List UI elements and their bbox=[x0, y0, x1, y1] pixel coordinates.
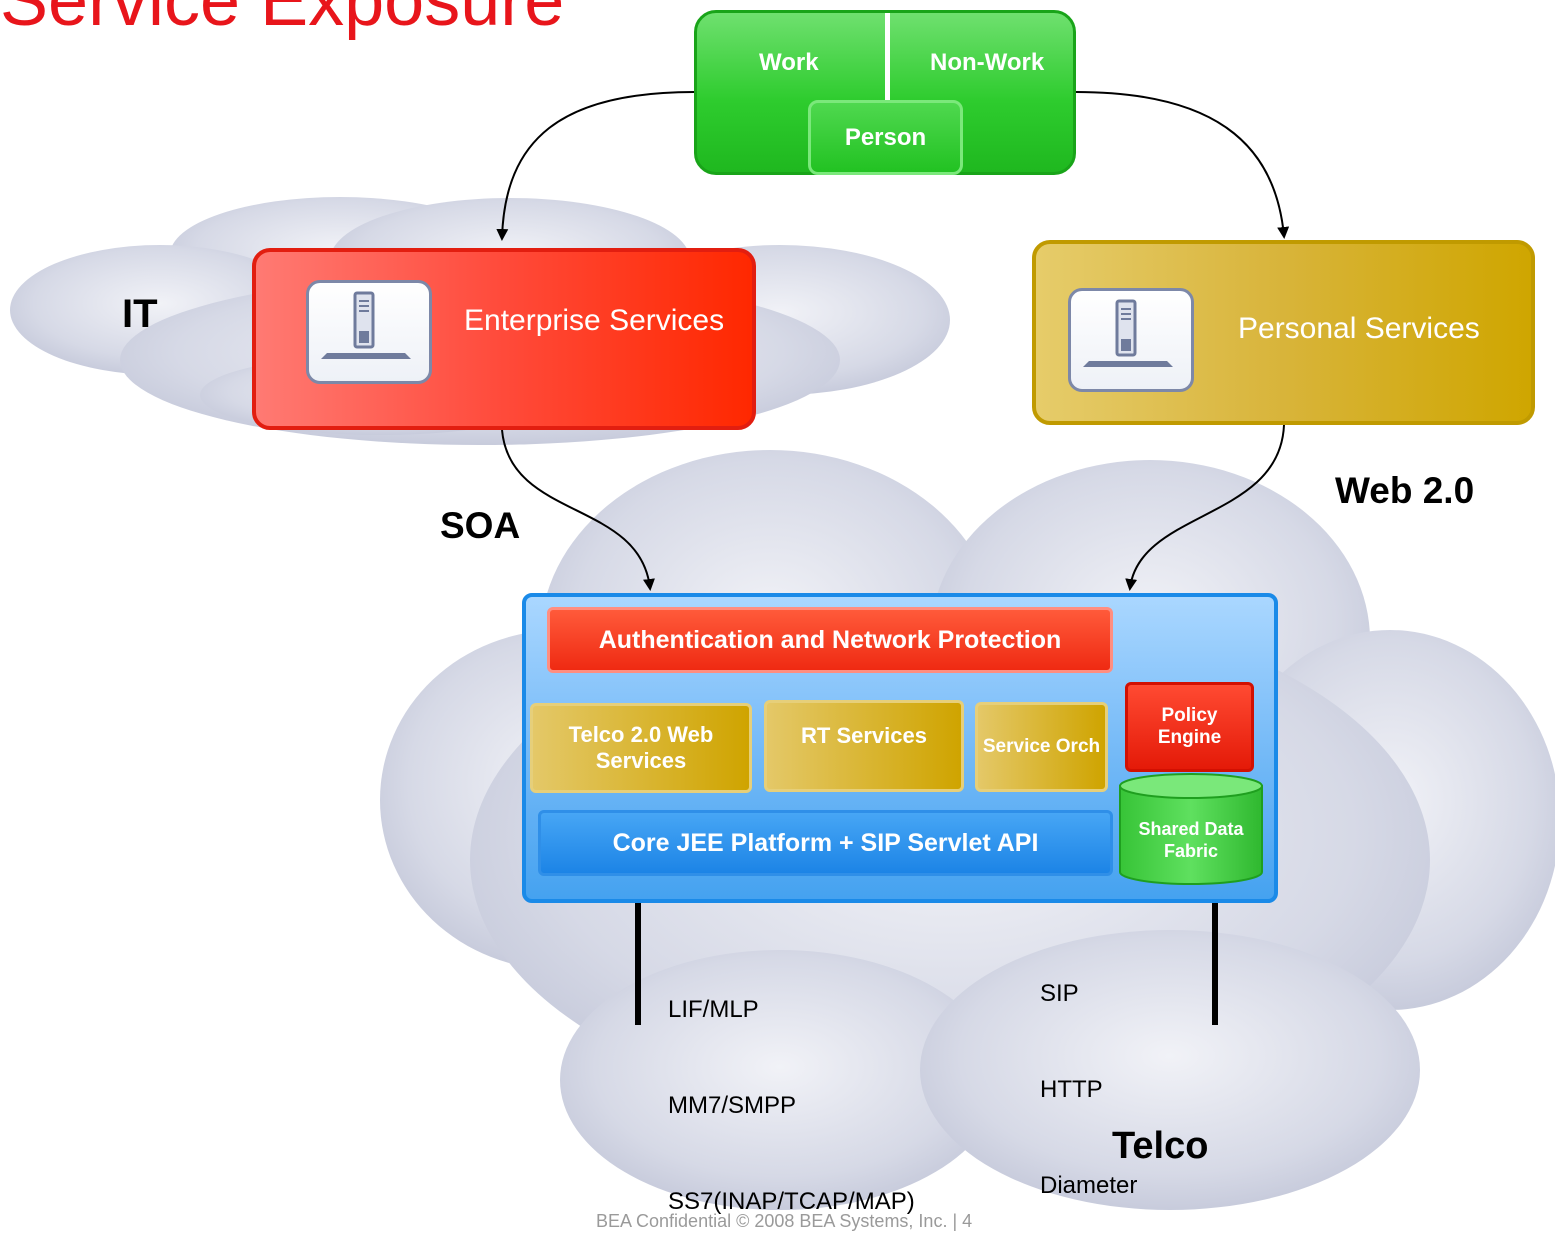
arrow-soa bbox=[501, 429, 655, 591]
work-divider bbox=[885, 13, 890, 106]
policy-engine: Policy Engine bbox=[1125, 682, 1254, 772]
core-jee-platform: Core JEE Platform + SIP Servlet API bbox=[538, 810, 1113, 876]
enterprise-services-box: Enterprise Services bbox=[252, 248, 756, 430]
auth-network-protection: Authentication and Network Protection bbox=[547, 607, 1113, 673]
non-work-label: Non-Work bbox=[930, 49, 1045, 76]
shared-data-fabric: Shared Data Fabric bbox=[1138, 818, 1244, 862]
protocol-diameter: Diameter bbox=[1040, 1172, 1138, 1199]
work-label: Work bbox=[759, 49, 819, 76]
enterprise-services-label: Enterprise Services bbox=[464, 304, 725, 337]
arrow-person-to-enterprise bbox=[496, 91, 695, 241]
arrow-person-to-personal bbox=[1075, 91, 1290, 239]
arrow-web20 bbox=[1125, 424, 1285, 591]
connector-arrows bbox=[496, 91, 1290, 591]
protocols-left: LIF/MLP MM7/SMPP SS7(INAP/TCAP/MAP) bbox=[668, 930, 915, 1250]
telco-web-services: Telco 2.0 Web Services bbox=[530, 703, 752, 793]
web20-label: Web 2.0 bbox=[1335, 470, 1475, 511]
telco-cloud-label: Telco bbox=[1112, 1125, 1209, 1167]
soa-label: SOA bbox=[440, 505, 521, 546]
person-label: Person bbox=[808, 100, 963, 175]
protocol-lif-mlp: LIF/MLP bbox=[668, 996, 759, 1023]
server-icon bbox=[1068, 288, 1194, 392]
protocol-ss7: SS7(INAP/TCAP/MAP) bbox=[668, 1188, 915, 1215]
protocol-sip: SIP bbox=[1040, 980, 1079, 1007]
server-icon bbox=[306, 280, 432, 384]
page-title: Service Exposure bbox=[0, 0, 565, 41]
protocol-http: HTTP bbox=[1040, 1076, 1103, 1103]
service-orch: Service Orch bbox=[975, 702, 1108, 792]
it-cloud-label: IT bbox=[122, 292, 158, 336]
footer-copyright: BEA Confidential © 2008 BEA Systems, Inc… bbox=[596, 1211, 973, 1231]
shared-data-fabric-cylinder bbox=[1119, 773, 1263, 885]
personal-services-label: Personal Services bbox=[1238, 312, 1480, 345]
protocols-right: SIP HTTP Diameter bbox=[1040, 914, 1137, 1234]
protocol-mm7-smpp: MM7/SMPP bbox=[668, 1092, 797, 1119]
personal-services-box: Personal Services bbox=[1032, 240, 1535, 425]
rt-services: RT Services bbox=[764, 700, 964, 792]
